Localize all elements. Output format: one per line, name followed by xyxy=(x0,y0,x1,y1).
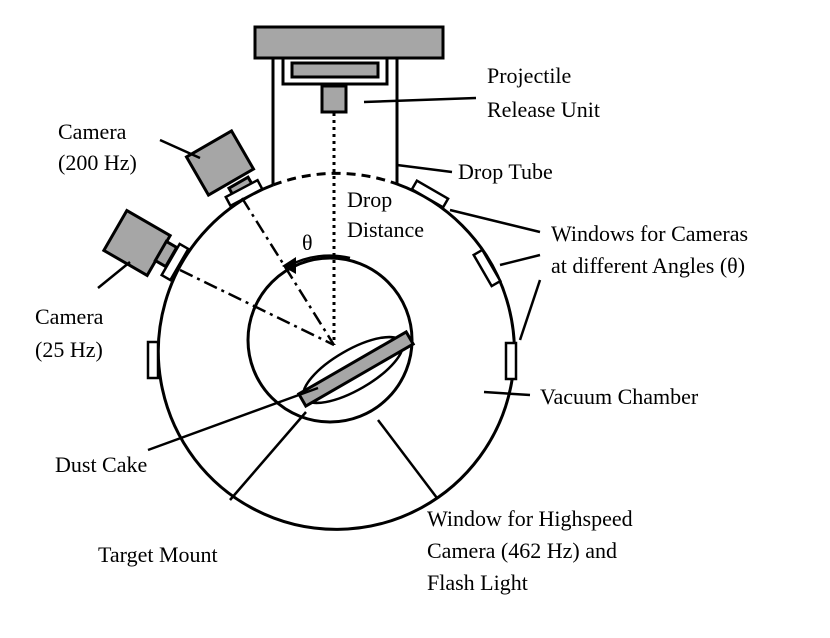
window-left-lower xyxy=(146,340,160,380)
label-projectile-release-1: Projectile xyxy=(487,63,571,88)
label-drop-tube: Drop Tube xyxy=(458,159,553,184)
window-right-middle xyxy=(471,248,503,288)
label-camera-200hz-1: Camera xyxy=(58,119,127,144)
camera-25hz-window xyxy=(159,242,191,282)
window-right-upper xyxy=(410,178,450,210)
view-line-200hz xyxy=(240,197,336,346)
release-bracket-inner xyxy=(290,61,380,79)
vacuum-chamber-outline xyxy=(156,182,516,531)
projectile xyxy=(320,84,348,114)
label-target-mount: Target Mount xyxy=(98,542,218,567)
camera-25hz xyxy=(101,208,179,278)
leader-drop-tube xyxy=(396,163,453,174)
label-drop-distance-1: Drop xyxy=(347,187,392,212)
leader-camera-25hz xyxy=(97,261,131,289)
leader-windows-1 xyxy=(449,208,541,234)
camera-25hz-body xyxy=(101,208,173,278)
camera-200hz-window xyxy=(224,178,264,208)
label-projectile-release-2: Release Unit xyxy=(487,97,600,122)
label-camera-25hz-1: Camera xyxy=(35,304,104,329)
label-drop-distance-2: Distance xyxy=(347,217,424,242)
window-right-lower xyxy=(504,341,518,381)
label-vacuum-chamber: Vacuum Chamber xyxy=(540,384,699,409)
theta-arrowhead xyxy=(282,257,296,274)
leader-projectile-release xyxy=(363,96,477,104)
label-windows-2: at different Angles (θ) xyxy=(551,253,745,278)
camera-200hz-body xyxy=(184,128,256,198)
label-windows-1: Windows for Cameras xyxy=(551,221,748,246)
leader-vacuum-chamber xyxy=(483,390,531,397)
label-camera-25hz-2: (25 Hz) xyxy=(35,337,103,362)
label-window-highspeed-3: Flash Light xyxy=(427,570,528,595)
view-line-25hz xyxy=(179,268,335,347)
label-window-highspeed-2: Camera (462 Hz) and xyxy=(427,538,617,563)
leader-windows-2 xyxy=(499,253,541,267)
drop-tube-opening-dashed xyxy=(272,171,398,187)
label-window-highspeed-1: Window for Highspeed xyxy=(427,506,633,531)
target-mount-plate xyxy=(296,329,416,409)
leader-camera-200hz xyxy=(159,138,201,160)
label-dust-cake: Dust Cake xyxy=(55,452,147,477)
leader-window-highspeed xyxy=(377,419,438,499)
leader-windows-3 xyxy=(518,279,542,341)
leader-target-mount xyxy=(229,411,307,501)
label-theta: θ xyxy=(302,230,313,255)
label-camera-200hz-2: (200 Hz) xyxy=(58,150,137,175)
release-unit-top-plate xyxy=(253,25,445,60)
leader-dust-cake xyxy=(147,386,319,452)
